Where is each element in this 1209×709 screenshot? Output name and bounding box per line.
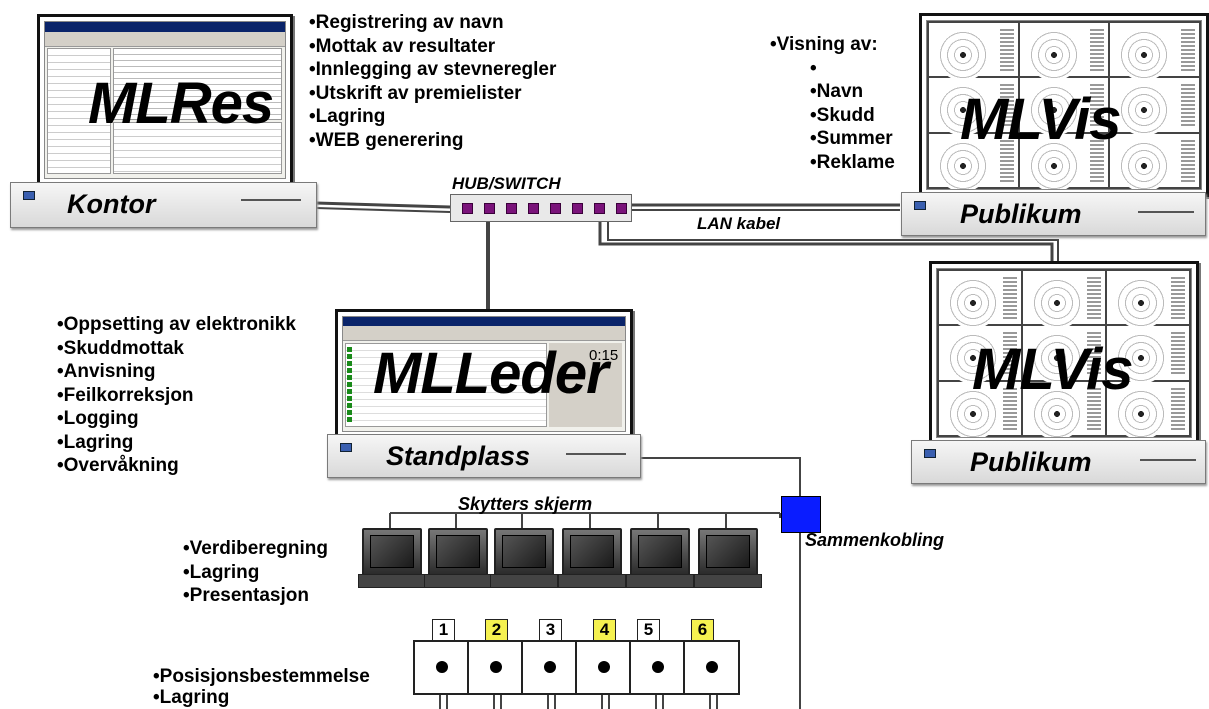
network-port (462, 203, 473, 214)
bullseye-icon (706, 661, 718, 673)
shooter-feature: Verdiberegning (183, 537, 328, 561)
power-led-icon (924, 449, 936, 458)
publikum-top-station-label: Publikum (960, 199, 1082, 229)
bullseye-icon (652, 661, 664, 673)
target-feature: Posisjonsbestemmelse (153, 666, 370, 687)
mlvis-target-grid (926, 20, 1202, 190)
publikum-top-app-name: MLVis (960, 87, 1121, 152)
standplass-feature: Feilkorreksjon (57, 384, 296, 408)
publikum-bottom-app-name: MLVis (972, 337, 1133, 402)
publikum-feature: Navn (810, 80, 895, 104)
shooter-feature-list: Verdiberegning Lagring Presentasjon (183, 537, 328, 608)
target-number: 1 (432, 619, 455, 641)
shooter-feature: Presentasjon (183, 584, 328, 608)
standplass-feature: Lagring (57, 431, 296, 455)
shooter-terminal (558, 528, 626, 588)
kontor-app-name: MLRes (88, 71, 274, 136)
network-port (616, 203, 627, 214)
bullseye-icon (544, 661, 556, 673)
network-port (528, 203, 539, 214)
publikum-feature: Skudd (810, 104, 895, 128)
target-sensor (683, 640, 740, 695)
standplass-base: Standplass (327, 434, 641, 478)
publikum-top-base: Publikum (901, 192, 1206, 236)
kontor-feature: Innlegging av stevneregler (309, 58, 557, 82)
drive-slot (241, 199, 301, 201)
target-feature: Lagring (153, 687, 370, 708)
hub-label: HUB/SWITCH (452, 174, 561, 193)
shooter-terminal (358, 528, 426, 588)
publikum-heading: Visning av: (770, 33, 895, 57)
target-sensor (629, 640, 686, 695)
kontor-feature: Lagring (309, 105, 556, 129)
hub-switch (450, 194, 632, 222)
target-sensor (575, 640, 632, 695)
target-number: 5 (637, 619, 660, 641)
standplass-feature: Overvåkning (57, 454, 296, 478)
target-number: 4 (593, 619, 616, 641)
kontor-feature: Registrering av navn (309, 11, 556, 35)
kontor-base: Kontor (10, 182, 317, 228)
drive-slot (566, 453, 626, 455)
target-number: 3 (539, 619, 562, 641)
publikum-top-monitor: MLVis (919, 13, 1209, 197)
network-port (484, 203, 495, 214)
shooter-terminal (694, 528, 762, 588)
publikum-bottom-station-label: Publikum (970, 447, 1092, 477)
target-number: 2 (485, 619, 508, 641)
standplass-feature: Skuddmottak (57, 337, 296, 361)
bullseye-icon (436, 661, 448, 673)
kontor-feature-list: Registrering av navn Mottak av resultate… (309, 11, 557, 153)
publikum-feature: Summer (810, 127, 895, 151)
power-led-icon (914, 201, 926, 210)
network-port (572, 203, 583, 214)
connector-label: Sammenkobling (805, 530, 945, 550)
publikum-feature-list: Visning av: Navn Skudd Summer Reklame (770, 33, 895, 174)
standplass-app-name: MLLeder (373, 341, 609, 406)
standplass-feature-list: Oppsetting av elektronikk Skuddmottak An… (57, 313, 296, 478)
connector-box (781, 496, 821, 533)
kontor-station-label: Kontor (67, 189, 156, 219)
bullseye-icon (490, 661, 502, 673)
bullseye-icon (598, 661, 610, 673)
target-feature-list: Posisjonsbestemmelse Lagring (153, 666, 370, 708)
shooter-terminal (490, 528, 558, 588)
shooter-screens-label: Skytters skjerm (458, 494, 593, 514)
mlleder-screenshot: 0:15 (342, 316, 626, 432)
shooter-terminal (424, 528, 492, 588)
publikum-feature: Reklame (810, 151, 895, 175)
drive-slot (1138, 211, 1194, 213)
target-sensor (521, 640, 578, 695)
kontor-feature: WEB generering (309, 129, 556, 153)
kontor-feature: Mottak av resultater (309, 35, 556, 59)
standplass-station-label: Standplass (386, 441, 531, 471)
publikum-bottom-base: Publikum (911, 440, 1206, 484)
shooter-feature: Lagring (183, 561, 328, 585)
publikum-bottom-monitor: MLVis (929, 261, 1199, 445)
lan-cable-label: LAN kabel (697, 214, 781, 233)
standplass-monitor: 0:15 MLLeder (335, 309, 633, 439)
timer-display: 0:15 (589, 347, 619, 364)
network-port (594, 203, 605, 214)
network-port (506, 203, 517, 214)
mlvis-target-grid (936, 268, 1192, 438)
target-sensor (413, 640, 470, 695)
mlres-screenshot (44, 21, 286, 179)
standplass-feature: Logging (57, 407, 296, 431)
power-led-icon (23, 191, 35, 200)
target-number: 6 (691, 619, 714, 641)
network-port (550, 203, 561, 214)
shooter-terminal (626, 528, 694, 588)
drive-slot (1140, 459, 1196, 461)
kontor-feature: Utskrift av premielister (309, 82, 556, 106)
kontor-monitor: MLRes (37, 14, 293, 186)
target-sensor (467, 640, 524, 695)
power-led-icon (340, 443, 352, 452)
standplass-feature: Anvisning (57, 360, 296, 384)
standplass-feature: Oppsetting av elektronikk (57, 313, 296, 337)
